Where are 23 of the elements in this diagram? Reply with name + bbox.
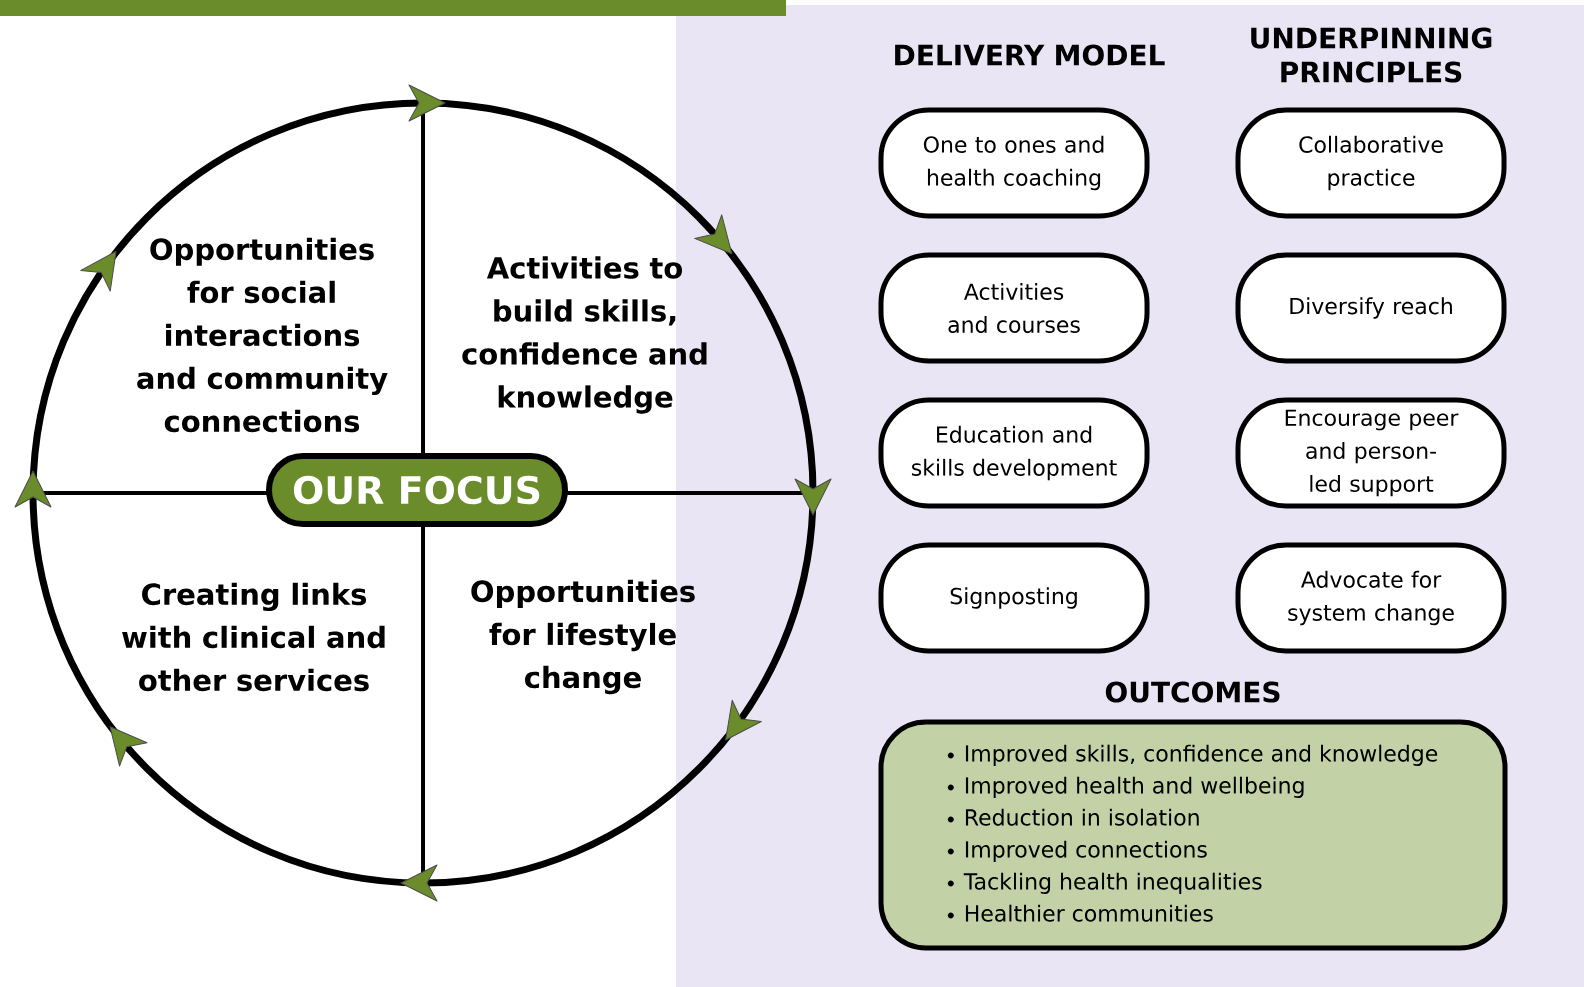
quadrant-text: Opportunities for social interactions and community connections — [137, 237, 388, 433]
rounded-box: Diversify reach — [1235, 252, 1507, 364]
rounded-box: Signposting — [878, 542, 1150, 654]
rounded-box: Education and skills development — [878, 397, 1150, 509]
focus-pill: OUR FOCUS — [266, 453, 568, 527]
outcomes-box: Improved skills, confidence and knowledge Improved health and wellbeing Reduction in isolation Improved connections Tackling health inequalities Healthier communities — [878, 719, 1508, 951]
node-label: Healthier communities — [965, 904, 1213, 922]
section-heading: DELIVERY MODEL — [895, 44, 1165, 66]
node-label: Reduction in isolation — [965, 808, 1199, 826]
node-label: Improved connections — [965, 840, 1207, 862]
quadrant-text: Activities to build skills, confidence and knowledge — [462, 256, 707, 414]
rounded-box: One to ones and health coaching — [878, 107, 1150, 219]
rounded-box: Encourage peer and person-led support — [1235, 397, 1507, 509]
quadrant-text: Creating links with clinical and other services — [122, 582, 385, 692]
quadrant-text: Opportunities for lifestyle change — [471, 579, 695, 695]
node-label: Tackling health inequalities — [963, 872, 1262, 894]
rounded-box: Collaborative practice — [1235, 107, 1507, 219]
rounded-box: Advocate for system change — [1235, 542, 1507, 654]
section-heading: OUTCOMES — [1105, 681, 1280, 703]
node-label: Improved skills, confidence and knowledge — [965, 744, 1438, 766]
section-heading: UNDERPINNING PRINCIPLES — [1251, 27, 1492, 83]
rounded-box: Activities and courses — [878, 252, 1150, 364]
node-label: Improved health and wellbeing — [965, 776, 1304, 798]
